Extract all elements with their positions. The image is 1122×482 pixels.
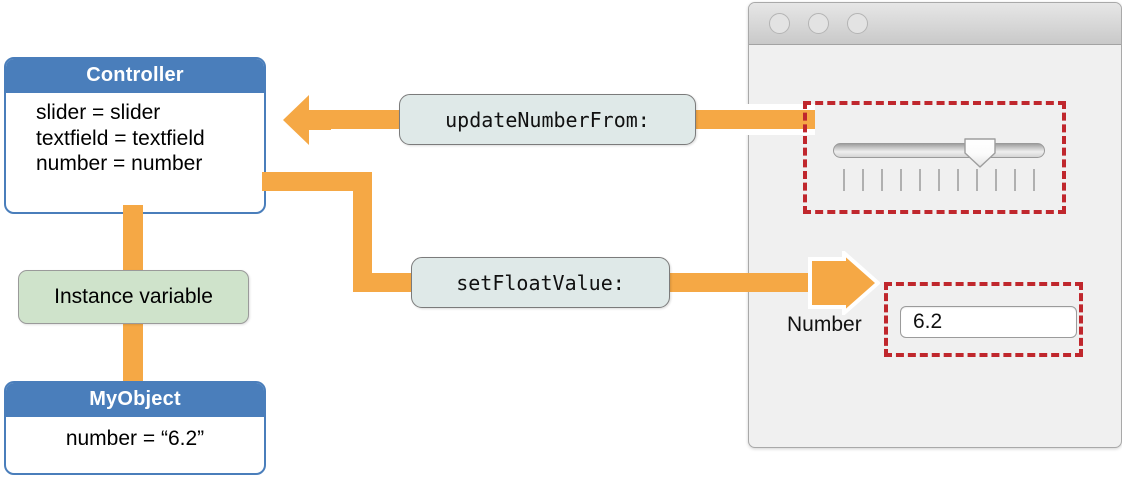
minimize-button-icon[interactable]	[808, 13, 829, 34]
slider-tick	[843, 169, 845, 191]
highlight-number-field-region	[884, 282, 1083, 357]
slider-tick	[957, 169, 959, 191]
attribute-line: textfield = textfield	[36, 126, 205, 150]
number-field[interactable]: 6.2	[900, 306, 1077, 338]
close-button-icon[interactable]	[769, 13, 790, 34]
message-update-number-from: updateNumberFrom:	[399, 94, 696, 145]
slider-tick	[1033, 169, 1035, 191]
connector-vertical-segment	[353, 172, 372, 292]
arrow-head-left-icon	[283, 94, 331, 146]
slider-thumb[interactable]	[963, 137, 997, 168]
number-field-value: 6.2	[913, 310, 943, 333]
number-field-label: Number	[787, 313, 862, 336]
app-window: Number 6.2	[748, 2, 1122, 448]
instance-variable-label: Instance variable	[54, 285, 213, 308]
highlight-slider-region	[803, 101, 1066, 214]
slider-tick	[900, 169, 902, 191]
class-box-myobject: MyObject number = “6.2”	[4, 381, 266, 475]
message-label: updateNumberFrom:	[445, 107, 650, 132]
class-title-myobject: MyObject	[6, 383, 264, 417]
message-set-float-value: setFloatValue:	[411, 257, 670, 308]
connector-controller-right-segment	[262, 172, 372, 191]
class-attributes-myobject: number = “6.2”	[6, 417, 264, 461]
window-titlebar[interactable]	[749, 3, 1121, 45]
slider-tick	[995, 169, 997, 191]
attribute-line: number = number	[36, 152, 203, 176]
slider-tick	[1014, 169, 1016, 191]
instance-variable-box: Instance variable	[18, 270, 249, 324]
class-title-controller: Controller	[6, 59, 264, 93]
zoom-button-icon[interactable]	[847, 13, 868, 34]
connector-update-to-controller-shaft	[305, 110, 415, 129]
attribute-line: slider = slider	[36, 101, 161, 124]
attribute-line: number = “6.2”	[65, 427, 205, 450]
slider-tick	[881, 169, 883, 191]
class-box-controller: Controller slider = slider textfield = t…	[4, 57, 266, 214]
slider-tick	[862, 169, 864, 191]
slider-tick	[938, 169, 940, 191]
slider-tick	[976, 169, 978, 191]
connector-slider-to-update-shaft	[690, 110, 815, 129]
message-label: setFloatValue:	[456, 270, 625, 295]
arrow-head-right-icon	[808, 248, 882, 318]
connector-setfloat-to-window-shaft	[650, 273, 840, 292]
class-attributes-controller: slider = slider textfield = textfield nu…	[6, 93, 264, 185]
slider-tick	[919, 169, 921, 191]
slider-tick-marks	[833, 169, 1045, 191]
